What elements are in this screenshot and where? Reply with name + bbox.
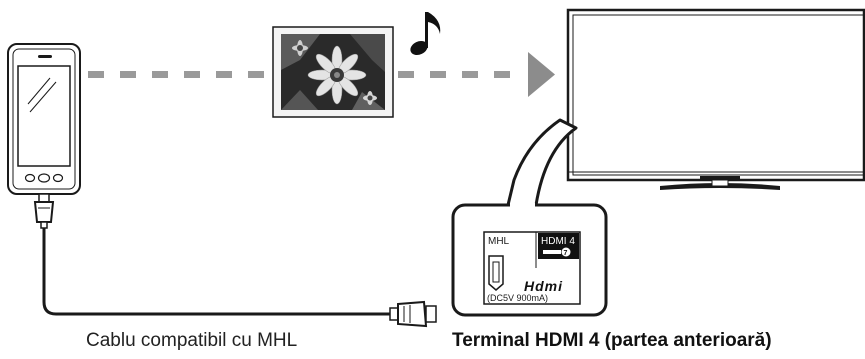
- hdmi-port-badge: [538, 233, 579, 259]
- mhl-connector-icon: [33, 193, 55, 229]
- power-spec-label: (DC5V 900mA): [487, 293, 548, 303]
- hdmi-logo: Hdmi: [524, 278, 563, 294]
- hdmi-connector-icon: [389, 300, 437, 328]
- cable-caption: Cablu compatibil cu MHL: [86, 330, 298, 351]
- port-panel: MHL HDMI 4 7 Hdmi (DC5V 900mA): [483, 231, 581, 305]
- photo-icon: [272, 26, 394, 118]
- hdmi-port-slot-icon: [488, 255, 504, 291]
- terminal-caption: Terminal HDMI 4 (partea anterioară): [452, 330, 772, 351]
- mhl-cable: [42, 228, 392, 316]
- hdmi-port-badge-label: HDMI 4: [541, 236, 575, 247]
- smartphone-icon: [7, 43, 81, 195]
- signal-dashed-line: [88, 71, 510, 78]
- mhl-label: MHL: [488, 236, 510, 247]
- hdmi-port-badge-sub: 7: [564, 250, 568, 257]
- signal-arrow-icon: [528, 52, 555, 97]
- television-icon: [566, 8, 865, 190]
- music-note-icon: [410, 12, 441, 56]
